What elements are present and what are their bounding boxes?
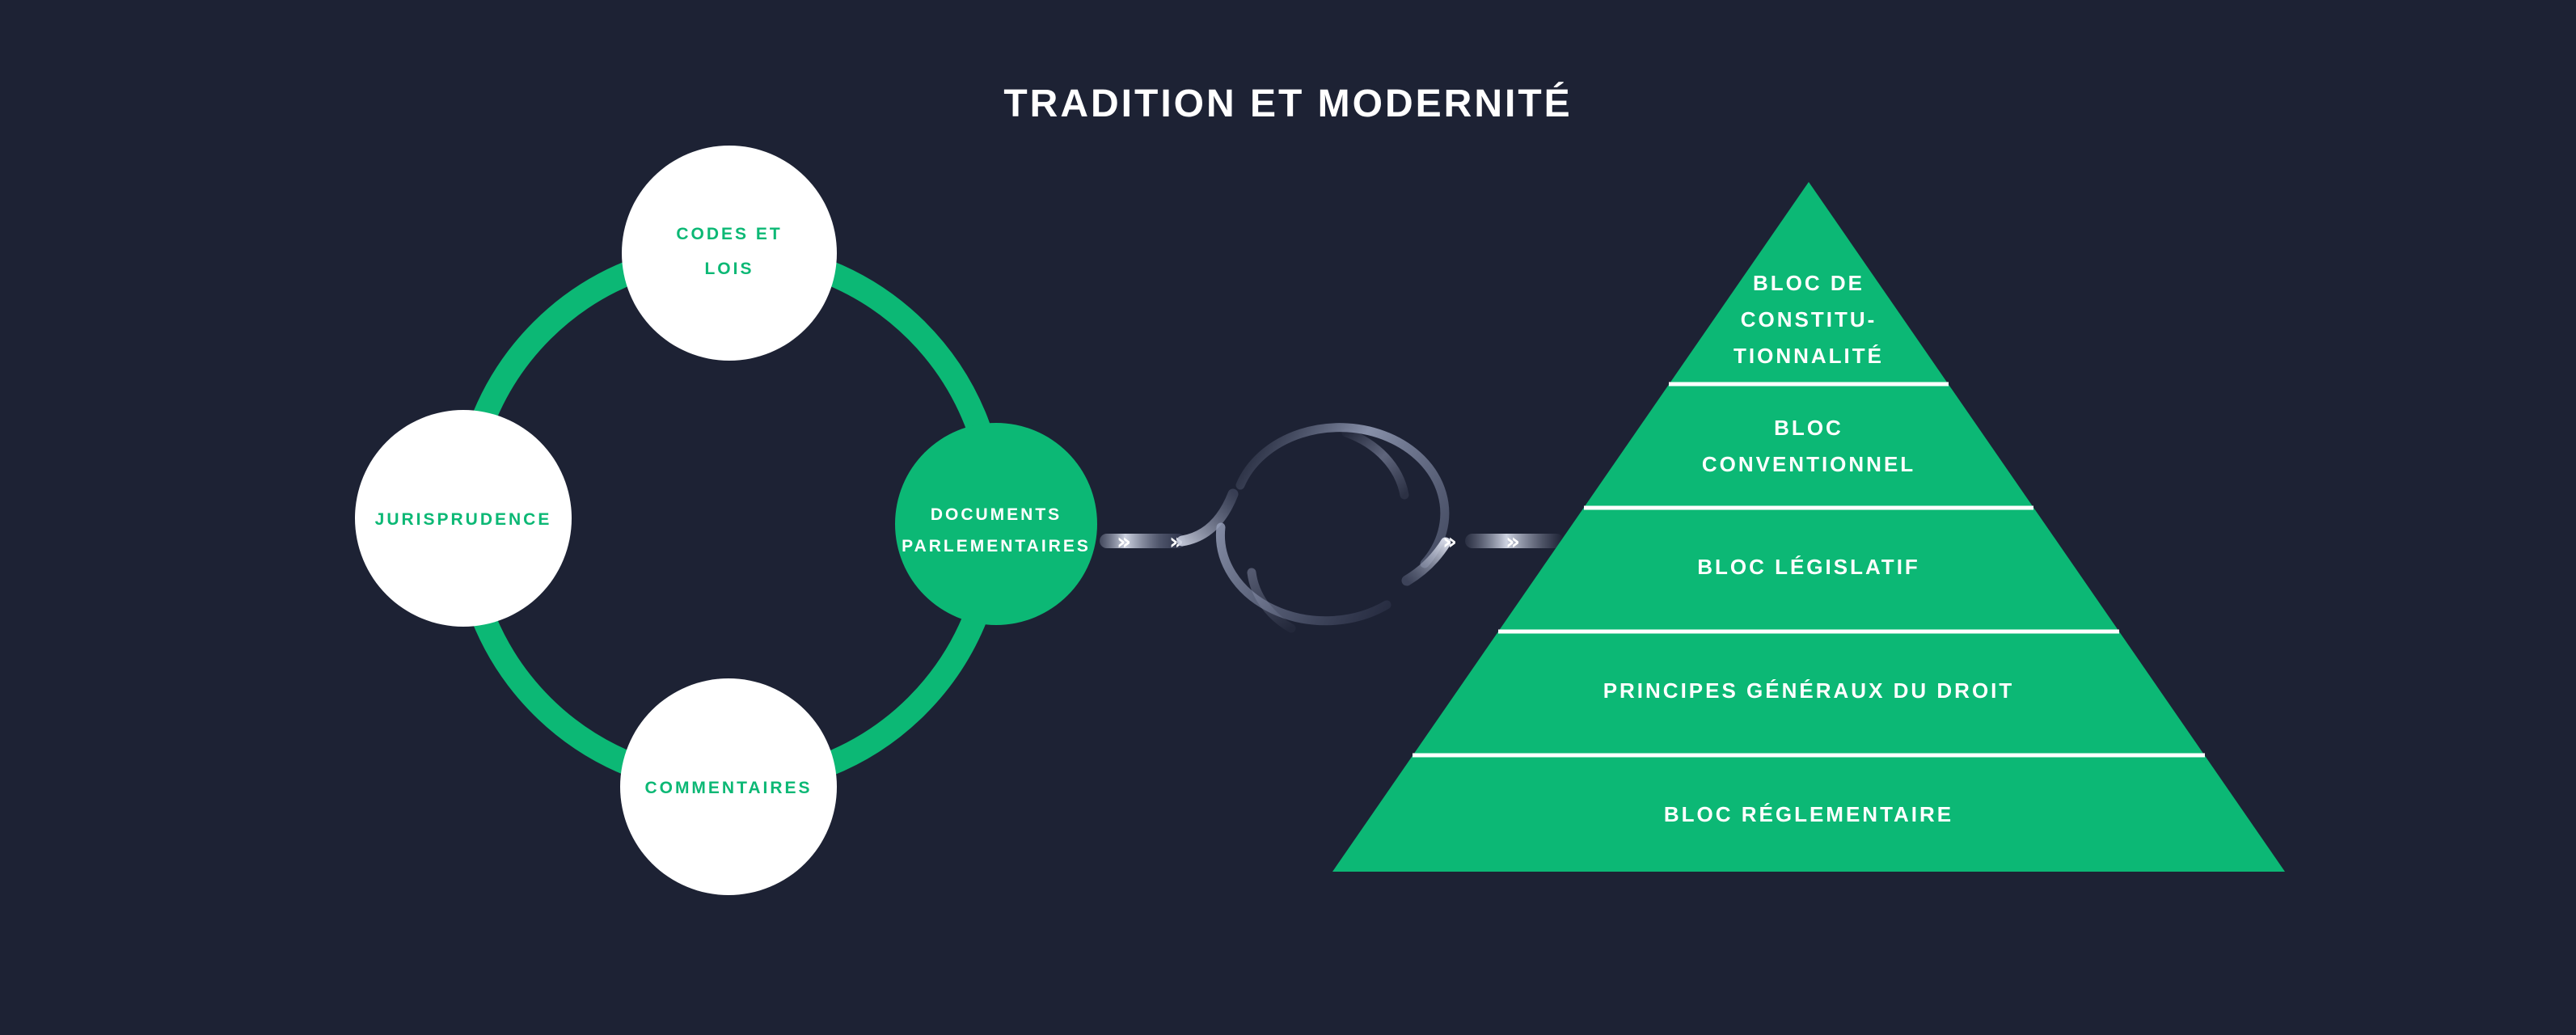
loop-exit-tail xyxy=(1401,537,1451,586)
codes-et-lois-label-line2: LOIS xyxy=(704,260,754,278)
chevron-icon: » xyxy=(1117,528,1131,555)
cycle-node-commentaires: COMMENTAIRES xyxy=(620,678,837,895)
pyramid-shape xyxy=(1332,182,2285,872)
pyramid-level-1-label: BLOC DE CONSTITU- TIONNALITÉ xyxy=(1734,271,1884,368)
chevron-icon: » xyxy=(1169,528,1184,555)
cycle-node-jurisprudence: JURISPRUDENCE xyxy=(355,410,572,627)
chevron-icon: » xyxy=(1442,528,1457,555)
connector: » » » » xyxy=(1100,423,1564,633)
pyramid-level-2-line2: CONVENTIONNEL xyxy=(1702,452,1915,476)
jurisprudence-circle xyxy=(355,410,572,627)
pyramid-level-1-line2: CONSTITU- xyxy=(1741,307,1877,332)
connector-bar-right xyxy=(1465,534,1564,548)
documents-parlementaires-circle xyxy=(895,423,1097,625)
cycle-node-documents-parlementaires: DOCUMENTS PARLEMENTAIRES xyxy=(895,423,1097,625)
page-title: TRADITION ET MODERNITÉ xyxy=(1003,82,1572,125)
codes-et-lois-label-line1: CODES ET xyxy=(676,225,782,243)
cycle-node-codes-et-lois: CODES ET LOIS xyxy=(622,146,837,361)
documents-parlementaires-label-line2: PARLEMENTAIRES xyxy=(902,537,1091,556)
cycle-loop-icon xyxy=(1176,423,1451,633)
loop-accent-arc-bottom-left xyxy=(1247,568,1296,633)
jurisprudence-label: JURISPRUDENCE xyxy=(375,510,552,529)
codes-et-lois-circle xyxy=(622,146,837,361)
pyramid-level-4-label: PRINCIPES GÉNÉRAUX DU DROIT xyxy=(1603,678,2015,703)
pyramid-level-1-line3: TIONNALITÉ xyxy=(1734,344,1884,368)
norms-pyramid: BLOC DE CONSTITU- TIONNALITÉ BLOC CONVEN… xyxy=(1332,182,2285,872)
pyramid-level-2-label: BLOC CONVENTIONNEL xyxy=(1702,416,1915,476)
commentaires-label: COMMENTAIRES xyxy=(644,779,812,797)
documents-parlementaires-label-line1: DOCUMENTS xyxy=(931,505,1062,524)
pyramid-level-2-line1: BLOC xyxy=(1774,416,1843,440)
loop-top-arc xyxy=(1235,423,1450,568)
commentaires-circle xyxy=(620,678,837,895)
pyramid-level-5-label: BLOC RÉGLEMENTAIRE xyxy=(1664,802,1953,826)
cycle-diagram: CODES ET LOIS JURISPRUDENCE COMMENTAIRES… xyxy=(355,146,1097,895)
pyramid-level-1-line1: BLOC DE xyxy=(1753,271,1864,295)
loop-accent-arc-top-right xyxy=(1341,428,1409,500)
loop-entry-tail xyxy=(1176,488,1239,547)
connector-bar-left xyxy=(1100,534,1185,548)
pyramid-level-3-label: BLOC LÉGISLATIF xyxy=(1697,555,1920,579)
chevron-icon: » xyxy=(1505,528,1520,555)
